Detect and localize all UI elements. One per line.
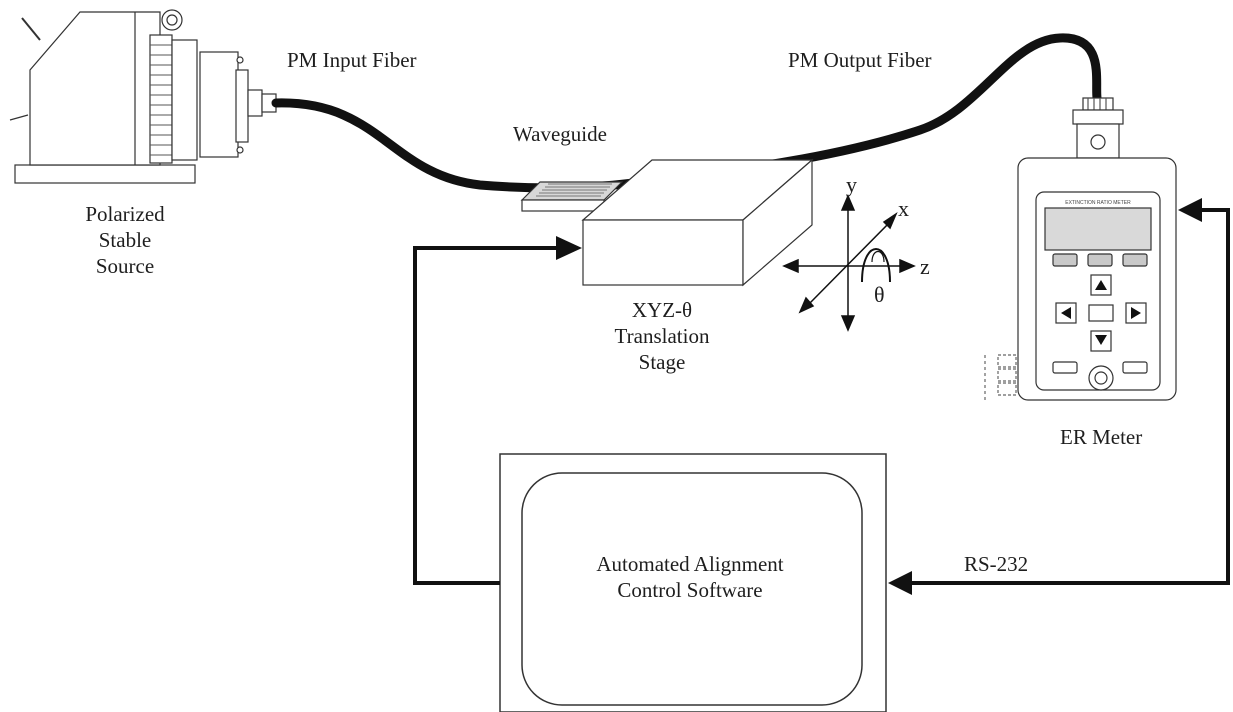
axis-x-label: x <box>898 196 909 221</box>
source-label-line3: Source <box>95 254 155 278</box>
stage-label: XYZ-θ Translation Stage <box>582 297 742 375</box>
meter-header-text: EXTINCTION RATIO METER <box>1065 200 1131 206</box>
stage-label-line2: Translation <box>614 324 710 348</box>
source-label-line1: Polarized <box>85 202 165 226</box>
er-meter-device: EXTINCTION RATIO METER <box>984 97 1177 401</box>
software-label: Automated Alignment Control Software <box>540 551 840 603</box>
axis-y-label: y <box>846 172 857 197</box>
rs232-line <box>908 208 1230 585</box>
arrowhead-stage <box>556 236 582 260</box>
axis-z-label: z <box>920 254 930 279</box>
light-source-device <box>9 9 277 184</box>
source-label-line2: Stable <box>98 228 152 252</box>
pm-input-fiber-label: PM Input Fiber <box>287 48 417 72</box>
waveguide-label: Waveguide <box>513 122 607 146</box>
feedback-line-to-stage <box>413 246 560 585</box>
axis-theta-label: θ <box>874 282 885 307</box>
waveguide-chip <box>520 181 624 212</box>
arrowhead-software <box>888 571 912 595</box>
software-label-line1: Automated Alignment <box>596 552 784 576</box>
coordinate-axes <box>782 194 916 332</box>
source-label: Polarized Stable Source <box>50 201 200 279</box>
arrowhead-meter <box>1178 198 1202 222</box>
stage-label-line1: XYZ-θ <box>631 298 693 322</box>
software-label-line2: Control Software <box>617 578 763 602</box>
translation-stage <box>581 158 814 287</box>
rs232-label: RS-232 <box>964 552 1029 576</box>
pm-output-fiber-label: PM Output Fiber <box>788 48 932 72</box>
er-meter-label: ER Meter <box>1060 425 1143 449</box>
computer-monitor <box>499 453 887 712</box>
stage-label-line3: Stage <box>638 350 686 374</box>
